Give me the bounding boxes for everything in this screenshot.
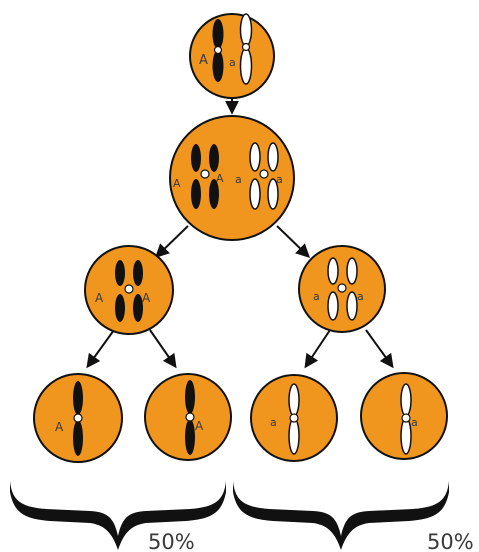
- allele-label-a: a: [270, 416, 277, 429]
- gamete-2: A: [144, 373, 232, 461]
- daughter-cell-right: a a: [298, 245, 386, 333]
- arrows: [86, 96, 394, 369]
- arrow-left-to-gamete2: [149, 329, 177, 369]
- parent-cell: A a: [189, 13, 275, 99]
- allele-label-A: A: [199, 53, 208, 68]
- allele-label-a: a: [235, 173, 242, 186]
- gamete-3: a: [250, 374, 338, 462]
- dominant-chromosome: [212, 19, 224, 82]
- arrow-replicated-to-right: [276, 225, 311, 258]
- allele-label-a: a: [229, 56, 236, 69]
- allele-label-A: A: [173, 177, 181, 190]
- arrow-replicated-to-left: [154, 225, 189, 258]
- allele-label-A: A: [195, 419, 204, 433]
- recessive-chromosome: [239, 13, 253, 85]
- arrow-right-to-gamete3: [304, 329, 331, 369]
- allele-label-A: A: [95, 291, 104, 305]
- allele-label-A: A: [55, 420, 64, 434]
- allele-label-A: A: [216, 172, 224, 185]
- allele-label-a: a: [276, 173, 283, 186]
- allele-label-a: a: [313, 290, 320, 303]
- gamete-1: A: [33, 373, 123, 463]
- percentage-left: 50%: [148, 530, 195, 552]
- allele-label-a: a: [357, 290, 364, 303]
- percentage-right: 50%: [427, 530, 474, 552]
- replicated-cell: A A a a: [169, 115, 295, 241]
- arrow-right-to-gamete4: [365, 329, 394, 369]
- allele-label-a: a: [411, 416, 418, 429]
- gamete-4: a: [360, 372, 448, 460]
- allele-label-A: A: [142, 291, 151, 305]
- arrow-left-to-gamete1: [86, 329, 115, 369]
- left-brace: [10, 481, 226, 550]
- right-brace: [233, 481, 449, 550]
- daughter-cell-left: A A: [84, 245, 174, 335]
